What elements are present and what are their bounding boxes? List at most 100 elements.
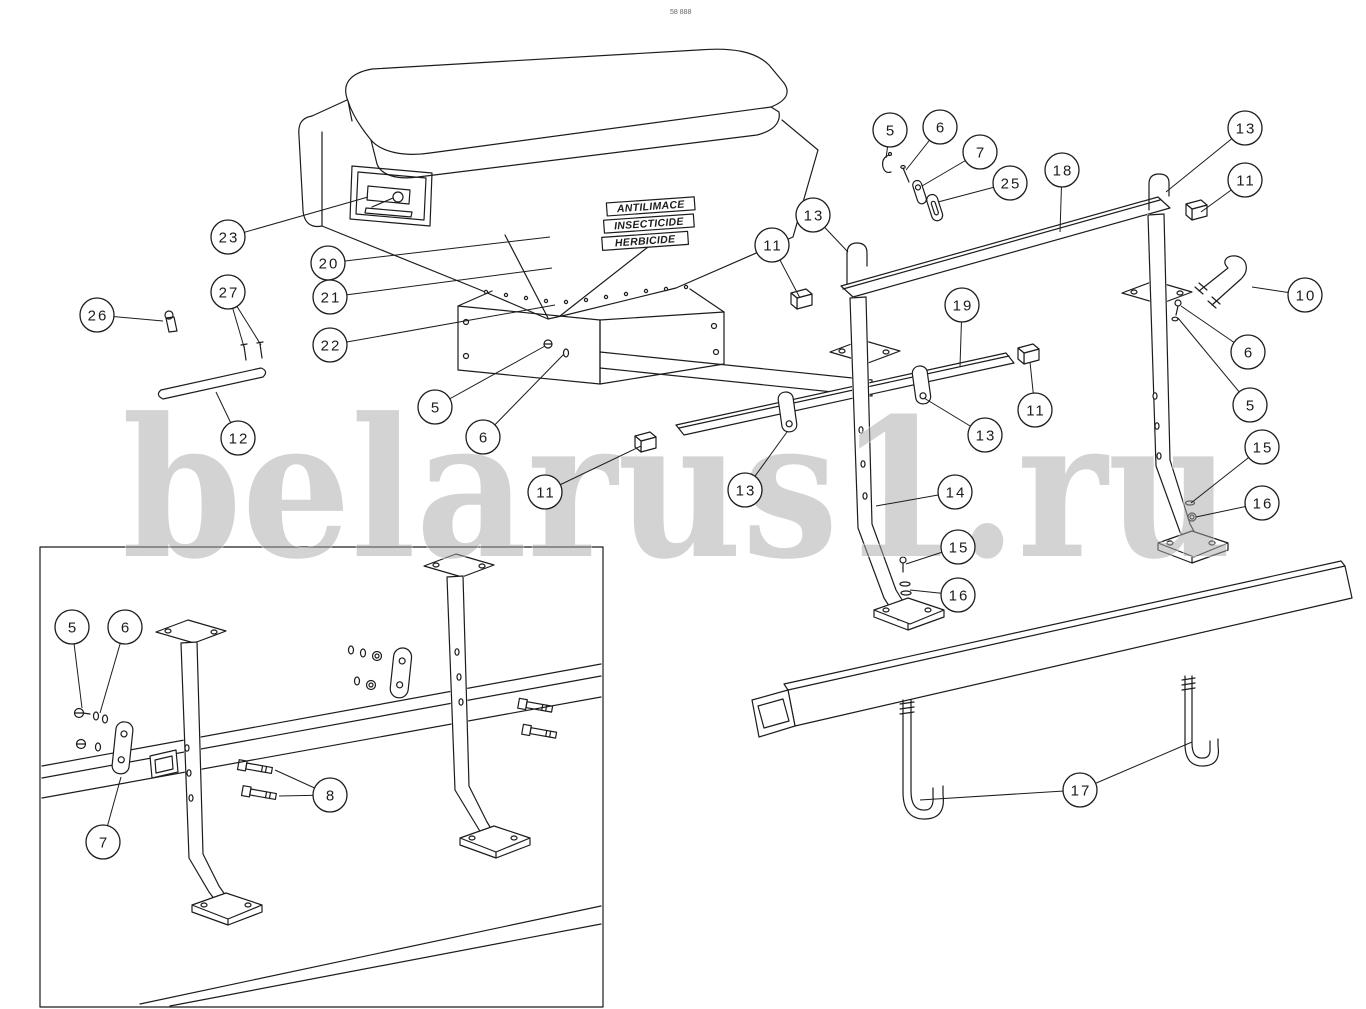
end-cap: [790, 288, 813, 310]
callout-circle: [107, 609, 143, 645]
callout-number: 14: [946, 485, 967, 502]
callout-number: 13: [976, 428, 997, 445]
callout-number: 27: [219, 285, 240, 302]
callout-circle: [872, 112, 908, 148]
callout-5: 5: [417, 345, 546, 425]
callout-number: 19: [953, 298, 974, 315]
callout-23: 23: [210, 196, 369, 255]
callout-number: 11: [763, 238, 783, 255]
callout-6: 6: [905, 109, 958, 171]
line-art: ANTILIMACE INSECTICIDE HERBICIDE: [39, 48, 1353, 1008]
callout-circle: [1227, 110, 1263, 146]
label-insecticide: INSECTICIDE: [614, 216, 685, 233]
beam-strap: [911, 365, 932, 405]
inset-left-leg: [155, 619, 263, 926]
leader-line: [327, 236, 551, 264]
leader-line: [919, 789, 1081, 801]
callout-22: 22: [312, 304, 556, 363]
leader-line: [227, 196, 369, 238]
inset-right-leg: [423, 553, 531, 859]
leader-line: [434, 345, 546, 408]
callout-circle: [1044, 152, 1080, 188]
end-cap: [1017, 343, 1040, 365]
callout-circle: [312, 279, 348, 315]
pin: [902, 167, 910, 183]
callout-number: 6: [479, 430, 489, 447]
gate-plate: [349, 165, 433, 227]
callout-21: 21: [312, 267, 553, 315]
callout-number: 6: [936, 120, 946, 137]
callout-circle: [210, 274, 246, 310]
label-plate: [605, 196, 696, 217]
callout-8: 8: [274, 769, 348, 813]
callout-circle: [417, 389, 453, 425]
mount-plate: [457, 288, 725, 385]
callout-13: 13: [727, 431, 788, 508]
leg-hook: [846, 242, 868, 285]
callout-14: 14: [875, 474, 973, 510]
callout-27: 27: [210, 274, 262, 348]
leader-line: [482, 353, 565, 438]
callout-26: 26: [79, 297, 164, 333]
callout-circle: [1232, 387, 1268, 423]
callout-circle: [1244, 485, 1280, 521]
callout-5: 5: [54, 609, 90, 709]
leader-line: [544, 445, 642, 493]
callout-number: 6: [1244, 345, 1254, 362]
callout-circle: [220, 420, 256, 456]
callout-circle: [312, 327, 348, 363]
clamp-plate: [389, 647, 413, 699]
u-bolt: [1194, 255, 1247, 309]
callout-number: 21: [321, 290, 342, 307]
callout-11: 11: [527, 445, 642, 510]
callout-number: 7: [976, 145, 986, 162]
callout-circle: [527, 474, 563, 510]
callout-13: 13: [795, 197, 849, 253]
callout-circle: [1062, 772, 1098, 808]
bed-rail: [751, 560, 1353, 738]
corner-mark: 58 888: [670, 9, 692, 16]
callout-circle: [1227, 162, 1263, 198]
leader-line: [1079, 741, 1193, 791]
callout-15: 15: [905, 529, 976, 565]
label-plate: [601, 230, 690, 251]
inset-middle-hardware: [347, 645, 413, 699]
callout-18: 18: [1044, 152, 1080, 233]
inset-ground-lines: [139, 905, 602, 1007]
callout-17: 17: [919, 741, 1193, 808]
callout-number: 10: [1296, 288, 1317, 305]
callout-13: 13: [923, 397, 1003, 453]
callout-circle: [962, 134, 998, 170]
callout-number: 18: [1053, 163, 1074, 180]
callout-circle: [465, 419, 501, 455]
callout-13: 13: [1165, 110, 1263, 193]
clevis-pin: [164, 310, 178, 333]
hopper-label-plates: ANTILIMACE INSECTICIDE HERBICIDE: [601, 196, 696, 251]
callout-circle: [1017, 392, 1053, 428]
j-bolt: [1181, 675, 1220, 767]
callout-circle: [922, 109, 958, 145]
label-herbicide: HERBICIDE: [615, 233, 677, 249]
callout-circle: [795, 197, 831, 233]
callout-circle: [727, 472, 763, 508]
callout-number: 11: [1236, 173, 1256, 190]
beam-strap: [777, 391, 798, 433]
right-leg: [1121, 173, 1229, 564]
callout-number: 15: [949, 540, 970, 557]
callout-number: 13: [1236, 121, 1257, 138]
callout-19: 19: [944, 287, 980, 367]
callout-number: 11: [1026, 403, 1046, 420]
callout-number: 6: [121, 620, 131, 637]
callout-5: 5: [1177, 317, 1268, 423]
clamp-plate: [111, 721, 134, 775]
callout-15: 15: [1190, 429, 1280, 504]
callout-7: 7: [85, 776, 122, 860]
callout-16: 16: [909, 577, 976, 613]
callout-11: 11: [1017, 361, 1053, 428]
callout-number: 16: [949, 588, 970, 605]
callout-circle: [940, 577, 976, 613]
slotted-plate: [926, 193, 944, 222]
inset-left-hardware: [73, 707, 134, 775]
